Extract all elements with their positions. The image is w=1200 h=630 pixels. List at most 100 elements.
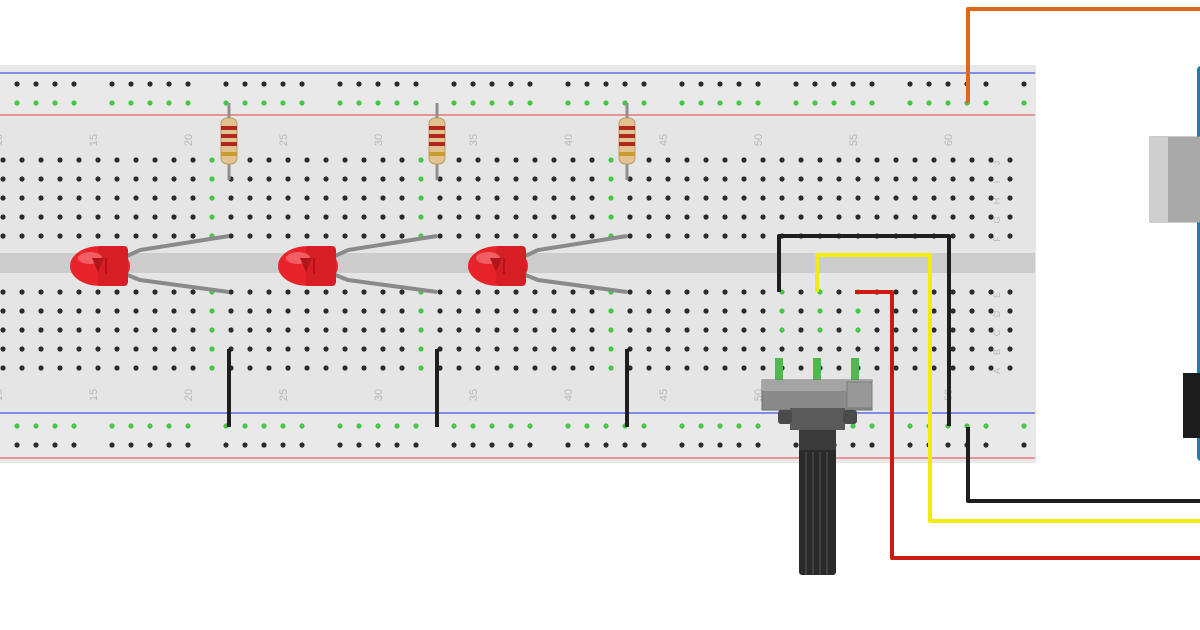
breadboard-hole bbox=[893, 176, 899, 182]
breadboard-hole bbox=[456, 195, 462, 201]
rail-hole bbox=[280, 100, 286, 106]
breadboard-hole bbox=[1007, 327, 1013, 333]
breadboard-hole bbox=[399, 176, 405, 182]
breadboard-hole bbox=[57, 233, 63, 239]
breadboard-hole bbox=[95, 346, 101, 352]
breadboard-hole bbox=[703, 327, 709, 333]
rail-hole bbox=[223, 442, 229, 448]
breadboard-hole bbox=[684, 327, 690, 333]
rail-hole bbox=[584, 423, 590, 429]
row-letter: J bbox=[992, 161, 1002, 166]
breadboard-hole bbox=[494, 233, 500, 239]
breadboard-hole bbox=[209, 327, 215, 333]
pot-shaft bbox=[799, 430, 836, 575]
breadboard-hole bbox=[1007, 346, 1013, 352]
breadboard-hole bbox=[19, 365, 25, 371]
rail-hole bbox=[584, 442, 590, 448]
rail-hole bbox=[736, 81, 742, 87]
breadboard-hole bbox=[209, 214, 215, 220]
breadboard-hole bbox=[665, 365, 671, 371]
breadboard-hole bbox=[684, 214, 690, 220]
breadboard-hole bbox=[399, 195, 405, 201]
breadboard-hole bbox=[133, 346, 139, 352]
breadboard-hole bbox=[741, 327, 747, 333]
rail-hole bbox=[755, 81, 761, 87]
breadboard-hole bbox=[608, 346, 614, 352]
breadboard-hole bbox=[475, 308, 481, 314]
breadboard-hole bbox=[855, 346, 861, 352]
rail-hole bbox=[375, 442, 381, 448]
breadboard-hole bbox=[969, 327, 975, 333]
breadboard-hole bbox=[931, 365, 937, 371]
breadboard-hole bbox=[893, 195, 899, 201]
rail-hole bbox=[698, 442, 704, 448]
rail-hole bbox=[71, 423, 77, 429]
breadboard-hole bbox=[589, 233, 595, 239]
rail-hole bbox=[983, 100, 989, 106]
breadboard-hole bbox=[285, 365, 291, 371]
breadboard-hole bbox=[893, 157, 899, 163]
breadboard-hole bbox=[95, 176, 101, 182]
rail-hole bbox=[356, 442, 362, 448]
breadboard-hole bbox=[247, 214, 253, 220]
led bbox=[468, 234, 628, 294]
breadboard-hole bbox=[285, 308, 291, 314]
breadboard-hole bbox=[627, 289, 633, 295]
breadboard-hole bbox=[551, 327, 557, 333]
breadboard-hole bbox=[209, 157, 215, 163]
breadboard-hole bbox=[437, 308, 443, 314]
breadboard-hole bbox=[855, 214, 861, 220]
breadboard-hole bbox=[703, 365, 709, 371]
breadboard-hole bbox=[551, 195, 557, 201]
breadboard-hole bbox=[646, 157, 652, 163]
rail-hole bbox=[299, 81, 305, 87]
breadboard-hole bbox=[152, 214, 158, 220]
breadboard-hole bbox=[494, 308, 500, 314]
breadboard-hole bbox=[570, 214, 576, 220]
breadboard-hole bbox=[855, 308, 861, 314]
breadboard-hole bbox=[988, 214, 994, 220]
breadboard-hole bbox=[285, 233, 291, 239]
breadboard-hole bbox=[494, 327, 500, 333]
breadboard-hole bbox=[1007, 233, 1013, 239]
breadboard-hole bbox=[608, 176, 614, 182]
breadboard-hole bbox=[57, 157, 63, 163]
breadboard-hole bbox=[988, 157, 994, 163]
rail-hole bbox=[603, 442, 609, 448]
rail-hole bbox=[679, 100, 685, 106]
breadboard-hole bbox=[228, 327, 234, 333]
breadboard-hole bbox=[494, 346, 500, 352]
rail-hole bbox=[793, 81, 799, 87]
breadboard-hole bbox=[57, 289, 63, 295]
breadboard-hole bbox=[798, 327, 804, 333]
rail-hole bbox=[489, 100, 495, 106]
breadboard-hole bbox=[570, 346, 576, 352]
rail-hole bbox=[261, 442, 267, 448]
breadboard-hole bbox=[684, 308, 690, 314]
breadboard-hole bbox=[627, 308, 633, 314]
breadboard-hole bbox=[551, 308, 557, 314]
breadboard-hole bbox=[741, 214, 747, 220]
breadboard-holes bbox=[0, 81, 1027, 448]
rail-hole bbox=[52, 442, 58, 448]
rail-hole bbox=[375, 100, 381, 106]
rail-hole bbox=[166, 100, 172, 106]
rail-hole bbox=[394, 81, 400, 87]
breadboard-hole bbox=[589, 365, 595, 371]
breadboard-hole bbox=[741, 289, 747, 295]
breadboard-hole bbox=[874, 157, 880, 163]
breadboard-hole bbox=[152, 233, 158, 239]
breadboard-hole bbox=[361, 195, 367, 201]
row-letter: E bbox=[992, 292, 1002, 298]
breadboard-hole bbox=[133, 195, 139, 201]
breadboard-hole bbox=[912, 308, 918, 314]
breadboard-hole bbox=[38, 233, 44, 239]
breadboard-hole bbox=[893, 289, 899, 295]
breadboard-hole bbox=[570, 308, 576, 314]
rail-hole bbox=[508, 100, 514, 106]
rail-hole bbox=[869, 100, 875, 106]
breadboard-hole bbox=[418, 195, 424, 201]
rail-hole bbox=[717, 81, 723, 87]
breadboard-hole bbox=[57, 176, 63, 182]
breadboard-hole bbox=[133, 176, 139, 182]
